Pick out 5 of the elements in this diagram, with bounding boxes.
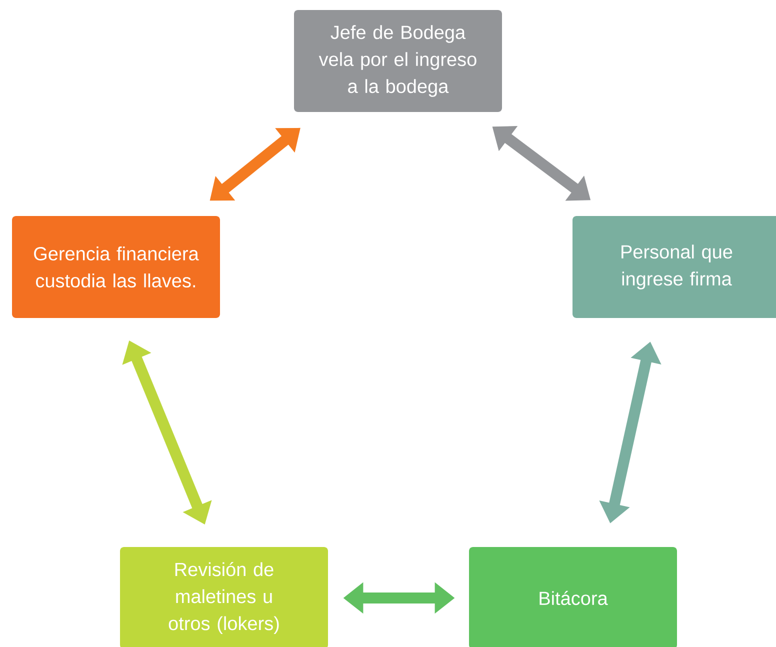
process-box: Personal que ingrese firma [572,216,776,318]
process-box: Jefe de Bodega vela por el ingreso a la bodega [294,10,502,112]
process-box: Revisión de maletines u otros (lokers) [120,547,328,647]
process-box: Bitácora [469,547,677,647]
process-box: Gerencia financiera custodia las llaves. [12,216,220,318]
